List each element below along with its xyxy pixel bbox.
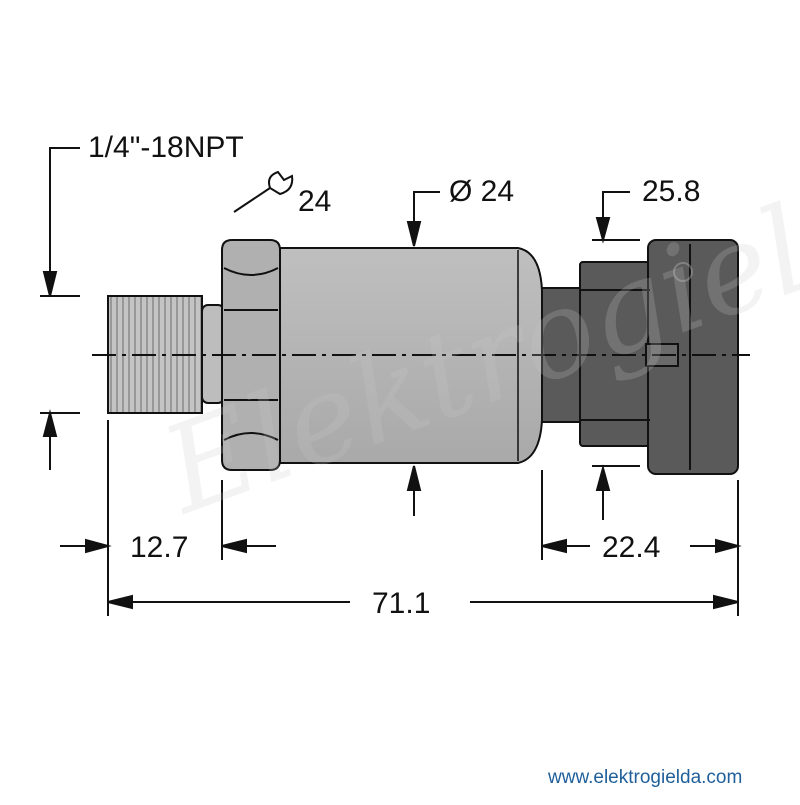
- diameter-label: Ø 24: [449, 175, 515, 208]
- diameter-marker: [406, 191, 440, 516]
- connector-length-dim: [541, 538, 742, 554]
- thread-length-dim: [60, 538, 276, 554]
- total-length-dim: [107, 594, 739, 610]
- extension-lines: [107, 420, 739, 616]
- total-length-label: 71.1: [372, 587, 431, 620]
- wrench-icon: [233, 170, 294, 213]
- connector-height-marker: [592, 191, 640, 520]
- thread-length-label: 12.7: [130, 531, 189, 564]
- wrench-size-label: 24: [298, 185, 332, 218]
- website-link[interactable]: www.elektrogielda.com: [548, 767, 743, 788]
- thread-label: 1/4"-18NPT: [88, 131, 244, 164]
- registered-mark: [673, 262, 693, 282]
- connector-height-label: 25.8: [642, 175, 701, 208]
- thread-leader: [40, 147, 80, 470]
- connector-length-label: 22.4: [602, 531, 661, 564]
